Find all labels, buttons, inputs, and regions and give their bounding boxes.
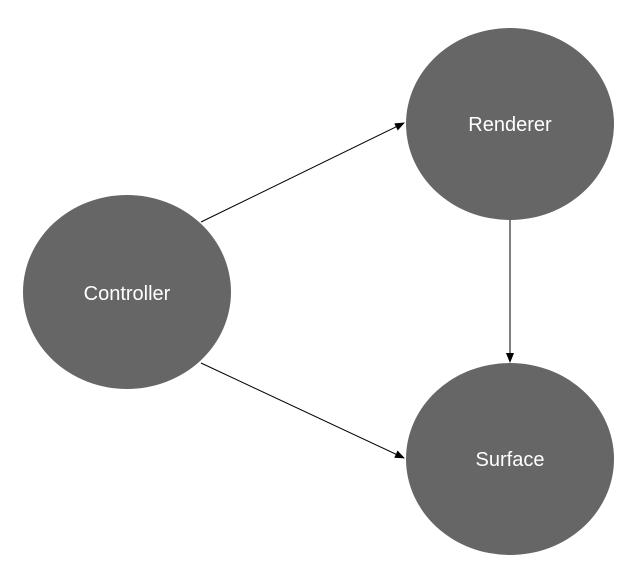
edge-controller-renderer — [200, 122, 405, 223]
node-controller-shape — [23, 195, 231, 389]
edge-controller-surface — [200, 362, 405, 459]
node-surface: Surface — [406, 363, 614, 555]
node-renderer-label: Renderer — [468, 114, 552, 136]
node-surface-label: Surface — [476, 449, 545, 471]
node-renderer-shape — [406, 28, 614, 220]
node-controller: Controller — [23, 195, 231, 389]
node-renderer: Renderer — [406, 28, 614, 220]
node-controller-label: Controller — [84, 283, 171, 305]
node-surface-shape — [406, 363, 614, 555]
